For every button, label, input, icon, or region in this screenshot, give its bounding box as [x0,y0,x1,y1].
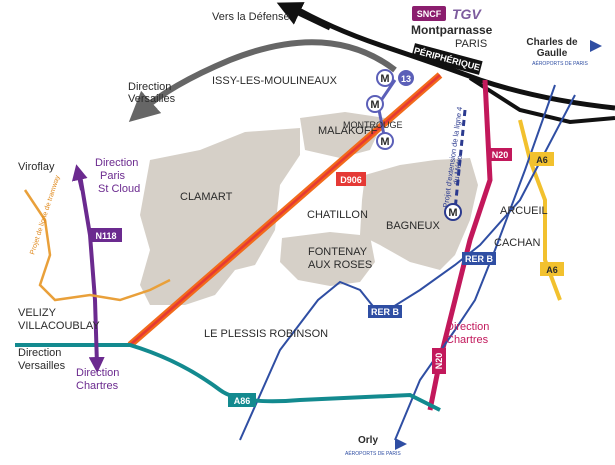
direction-paris-stcloud-2: Paris [100,170,126,182]
direction-paris-stcloud-3: St Cloud [98,183,140,195]
place-bagneux: BAGNEUX [386,220,440,232]
road-badge-rer-b-bottom: RER B [368,305,402,318]
place-fontenay-2: AUX ROSES [308,259,372,271]
direction-versailles-left-2: Versailles [18,360,66,372]
airport-cdg: Charles de Gaulle AÉROPORTS DE PARIS [526,37,602,67]
urban-area-bagneux [360,158,478,270]
place-cachan: CACHAN [494,237,541,249]
svg-text:A6: A6 [546,265,558,275]
svg-text:N118: N118 [95,231,116,241]
place-plessis: LE PLESSIS ROBINSON [204,328,328,340]
place-arcueil: ARCUEIL [500,205,548,217]
svg-text:A86: A86 [234,396,251,406]
svg-text:AÉROPORTS DE PARIS: AÉROPORTS DE PARIS [345,450,401,457]
d906-road-inner [129,74,441,346]
airport-plane-icon [590,40,602,52]
svg-text:TGV: TGV [452,6,482,22]
metro-m-label: M [380,136,389,148]
sncf-tgv-logo: SNCF TGV [412,6,482,22]
place-velizy-2: VILLACOUBLAY [18,320,100,332]
metro-station-1[interactable]: M [376,69,394,87]
metro-extension-line [453,109,467,211]
place-fontenay-1: FONTENAY [308,246,368,258]
road-badge-rer-b-right: RER B [462,252,496,265]
svg-text:RER B: RER B [465,254,494,264]
direction-versailles-top-1: Direction [128,81,171,93]
road-badge-a6-top: A6 [530,152,554,166]
road-badge-a6-bottom: A6 [540,262,564,276]
svg-text:Gaulle: Gaulle [537,48,568,59]
svg-text:Charles de: Charles de [526,37,578,48]
urban-area-clamart [140,128,300,305]
direction-paris-stcloud-1: Direction [95,157,138,169]
tramway-project-label: Projet de ligne de tramway [29,174,61,255]
n118-road [78,174,105,373]
road-badge-n20-top: N20 [488,148,512,161]
direction-defense: Vers la Défense [212,11,290,23]
svg-text:N20: N20 [492,150,509,160]
metro-line-13-badge: 13 [398,70,414,86]
place-montrouge: MONTROUGE [343,120,403,130]
n118-arrow-up [71,164,88,191]
montparnasse-label: Montparnasse [411,23,493,37]
direction-chartres-right-2: Chartres [446,334,489,346]
urban-area-fontenay [280,232,375,286]
airport-orly: Orly AÉROPORTS DE PARIS [345,435,407,457]
metro-13-label: 13 [401,74,411,84]
metro-station-extension[interactable]: M [444,203,462,221]
road-badge-n20-bottom: N20 [432,348,446,374]
rer-b-line-right [394,84,556,441]
urban-areas [140,112,478,305]
svg-text:AÉROPORTS DE PARIS: AÉROPORTS DE PARIS [532,60,588,67]
svg-text:RER B: RER B [371,307,400,317]
direction-chartres-right-1: Direction [446,321,489,333]
tramway-project-line [23,189,171,302]
road-badge-d906: D906 [336,172,366,186]
metro-extension-label-2: du Métro [451,155,464,186]
svg-text:N20: N20 [434,353,444,370]
place-viroflay: Viroflay [18,161,55,173]
peripherique-arrow [276,2,332,31]
direction-versailles-left-1: Direction [18,347,61,359]
direction-versailles-top-2: Versailles [128,93,176,105]
airport-plane-icon [395,438,407,450]
metro-m-label: M [380,73,389,85]
urban-area-malakoff [300,112,385,158]
road-arc-versailles [128,39,397,123]
place-issy: ISSY-LES-MOULINEAUX [212,75,338,87]
direction-chartres-left-1: Direction [76,367,119,379]
metro-m-label: M [370,99,379,111]
place-malakoff: MALAKOFF [318,125,378,137]
svg-text:SNCF: SNCF [417,9,442,19]
road-badge-n118: N118 [90,228,122,242]
place-paris: PARIS [455,38,487,50]
metro-station-3[interactable]: M [376,132,394,150]
svg-text:D906: D906 [340,175,362,185]
place-clamart: CLAMART [180,191,233,203]
place-velizy-1: VELIZY [18,307,57,319]
metro-station-2[interactable]: M [366,95,384,113]
place-chatillon: CHATILLON [307,209,368,221]
svg-text:A6: A6 [536,155,548,165]
metro-m-label: M [448,207,457,219]
a86-road [15,343,441,412]
road-badge-a86: A86 [228,393,256,407]
svg-text:Orly: Orly [358,435,378,446]
direction-chartres-left-2: Chartres [76,380,119,392]
